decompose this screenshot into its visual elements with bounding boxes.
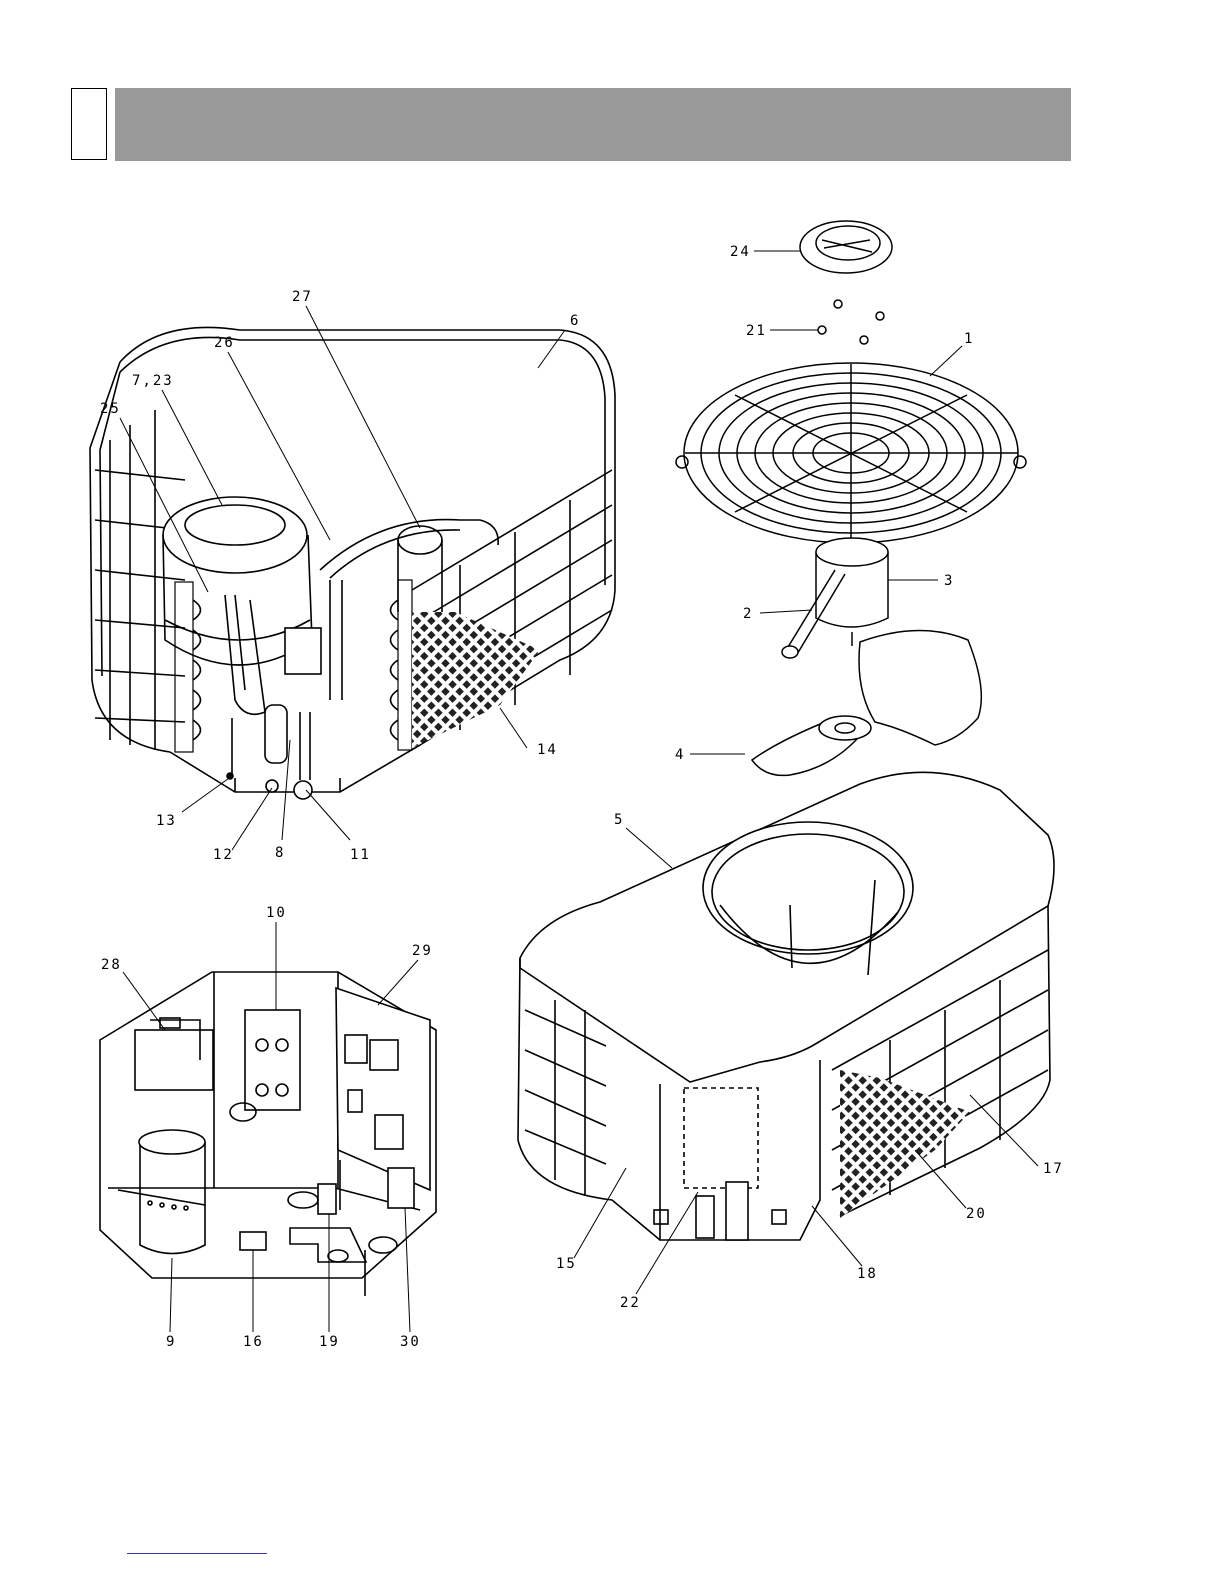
callout-27: 27 bbox=[292, 289, 313, 305]
callout-18: 18 bbox=[857, 1266, 878, 1282]
callout-26: 26 bbox=[214, 335, 235, 351]
callout-5: 5 bbox=[614, 812, 624, 828]
fan-assembly bbox=[676, 221, 1026, 775]
callout-10: 10 bbox=[266, 905, 287, 921]
callout-2: 2 bbox=[743, 606, 753, 622]
callout-9: 9 bbox=[166, 1334, 176, 1350]
callout-30: 30 bbox=[400, 1334, 421, 1350]
callout-8: 8 bbox=[275, 845, 285, 861]
callout-22: 22 bbox=[620, 1295, 641, 1311]
callout-16: 16 bbox=[243, 1334, 264, 1350]
callout-12: 12 bbox=[213, 847, 234, 863]
callout-13: 13 bbox=[156, 813, 177, 829]
base-coil-assembly bbox=[90, 327, 615, 799]
callout-21: 21 bbox=[746, 323, 767, 339]
callout-11: 11 bbox=[350, 847, 371, 863]
callout-19: 19 bbox=[319, 1334, 340, 1350]
callout-15: 15 bbox=[556, 1256, 577, 1272]
callout-25: 25 bbox=[100, 401, 121, 417]
callout-14: 14 bbox=[537, 742, 558, 758]
callout-20: 20 bbox=[966, 1206, 987, 1222]
callout-4: 4 bbox=[675, 747, 685, 763]
footer-rule bbox=[127, 1553, 267, 1554]
callout-17: 17 bbox=[1043, 1161, 1064, 1177]
callout-1: 1 bbox=[964, 331, 974, 347]
control-box bbox=[100, 972, 436, 1296]
callout-24: 24 bbox=[730, 244, 751, 260]
callout-28: 28 bbox=[101, 957, 122, 973]
callout-29: 29 bbox=[412, 943, 433, 959]
top-cover-cabinet bbox=[518, 772, 1054, 1240]
callout-7-23: 7,23 bbox=[132, 373, 174, 389]
callout-6: 6 bbox=[570, 313, 580, 329]
callout-3: 3 bbox=[944, 573, 954, 589]
